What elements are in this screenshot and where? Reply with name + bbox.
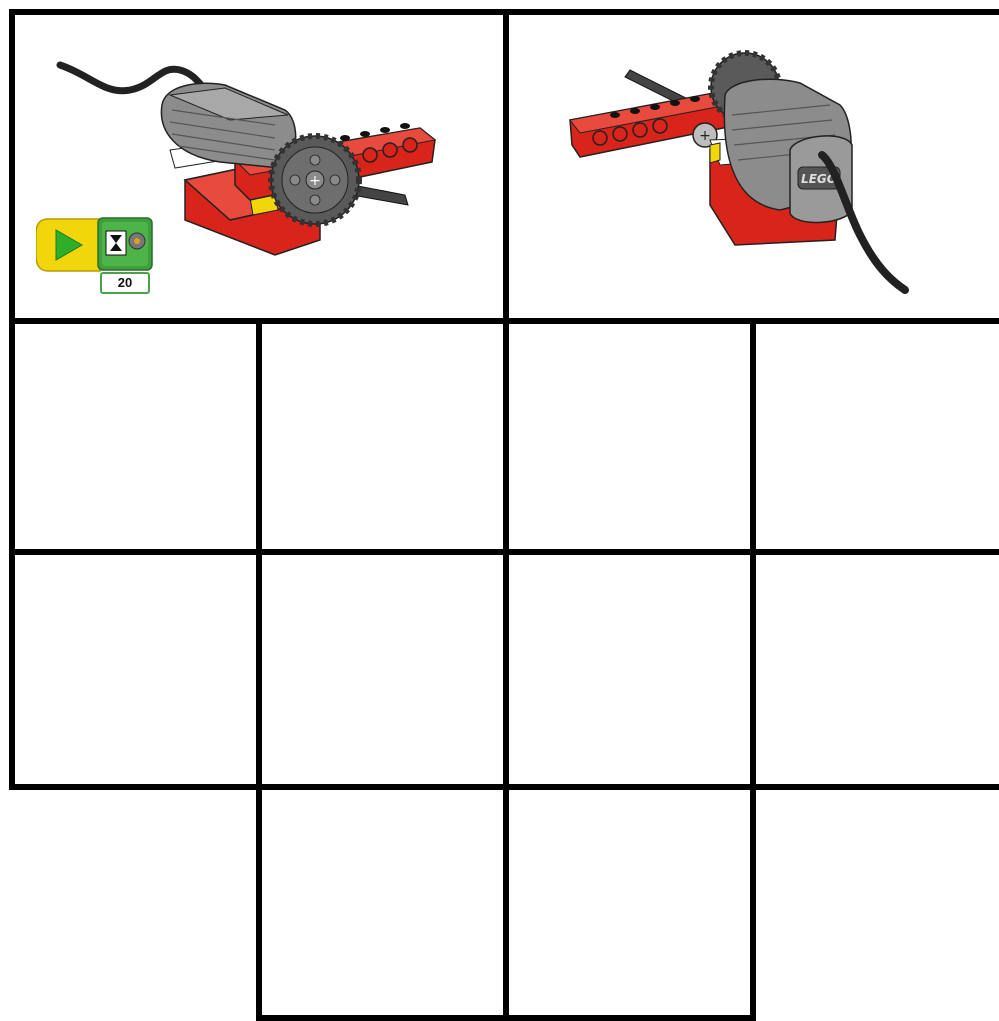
hourglass-icon <box>106 231 126 255</box>
start-block[interactable] <box>36 219 100 271</box>
gear-icon: + <box>271 136 359 224</box>
empty-cell-r2c3 <box>509 324 750 549</box>
empty-cell-r2c1 <box>15 324 256 549</box>
lego-motor-back-illustration: + LEGO <box>560 45 930 300</box>
empty-cell-r2c4 <box>756 324 999 549</box>
empty-cell-r4c3 <box>509 790 750 1015</box>
svg-text:+: + <box>699 128 711 144</box>
program-blocks: 20 <box>36 216 156 298</box>
svg-text:+: + <box>309 173 321 189</box>
empty-cell-r3c2 <box>262 555 503 784</box>
empty-cell-r3c1 <box>15 555 256 784</box>
wait-duration-value[interactable]: 20 <box>100 272 150 294</box>
empty-cell-r4c2 <box>262 790 503 1015</box>
empty-cell-r3c4 <box>756 555 999 784</box>
motor-gear-icon <box>129 233 145 249</box>
empty-cell-r2c2 <box>262 324 503 549</box>
empty-cell-r3c3 <box>509 555 750 784</box>
wait-block[interactable] <box>98 218 152 270</box>
